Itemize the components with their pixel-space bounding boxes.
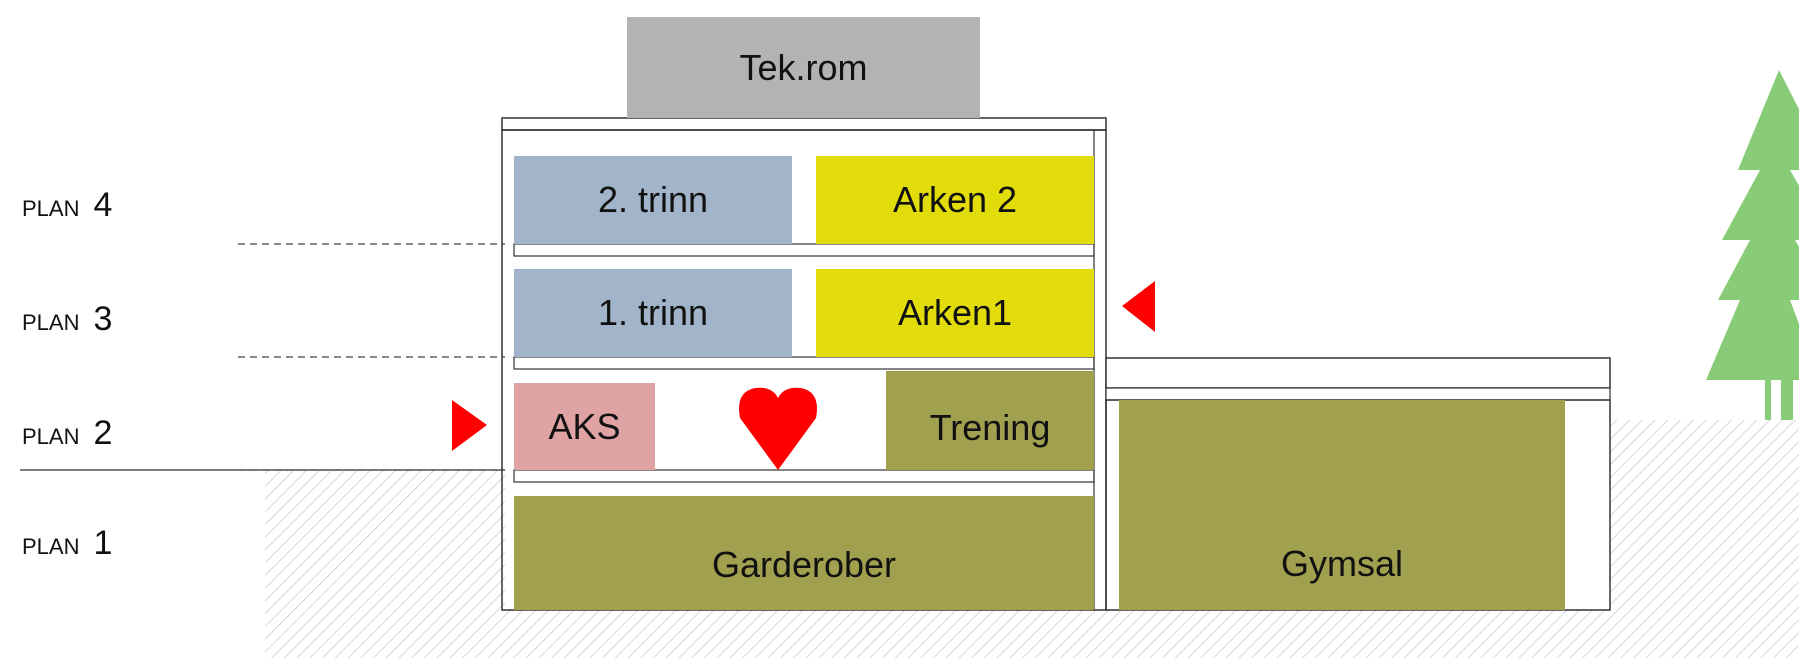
heart-icon [739,387,817,470]
plan-number: 1 [93,524,113,562]
plan-word: PLAN [22,424,80,449]
tree-icon [1706,70,1799,420]
slab-4 [513,243,1095,257]
plan-number: 4 [93,186,113,224]
plan-label-2: PLAN 2 [22,414,112,453]
plan-label-4: PLAN 4 [22,186,112,225]
room-aks-label: AKS [548,405,621,447]
plan-number: 3 [93,300,113,338]
ground-hatch-under-building [505,610,1610,658]
room-1-trinn-label: 1. trinn [597,292,709,333]
room-trening-label: Trening [929,406,1051,448]
room-arken-2: Arken 2 [816,156,1094,244]
ground-hatch-left [265,470,505,658]
entrance-arrow-right-icon [452,400,487,451]
room-tekrom-label: Tek.rom [739,46,868,88]
slab-3 [513,356,1095,370]
plan-label-3: PLAN 3 [22,300,112,339]
plan-word: PLAN [22,196,80,221]
room-trening: Trening [886,371,1094,470]
room-aks: AKS [514,383,655,470]
room-2-trinn: 2. trinn [514,156,792,244]
room-gymsal-label: Gymsal [1280,543,1403,584]
ground-hatch-right [1610,420,1799,658]
plan-word: PLAN [22,310,80,335]
room-arken-2-label: Arken 2 [892,179,1018,220]
slab-2 [513,469,1095,483]
plan-label-1: PLAN 1 [22,524,112,563]
room-gymsal: Gymsal [1119,400,1565,610]
gym-roof-slab [1105,387,1611,401]
main-building-roof [501,117,1107,131]
entrance-arrow-left-icon [1122,281,1155,332]
room-tekrom: Tek.rom [627,17,980,118]
room-garderober-label: Garderober [711,544,897,585]
room-2-trinn-label: 2. trinn [597,179,709,220]
room-arken1-label: Arken1 [897,292,1013,333]
room-1-trinn: 1. trinn [514,269,792,357]
room-arken1: Arken1 [816,269,1094,357]
gym-roof [1105,357,1611,389]
plan-word: PLAN [22,534,80,559]
room-garderober: Garderober [514,496,1094,610]
plan-number: 2 [93,414,113,452]
